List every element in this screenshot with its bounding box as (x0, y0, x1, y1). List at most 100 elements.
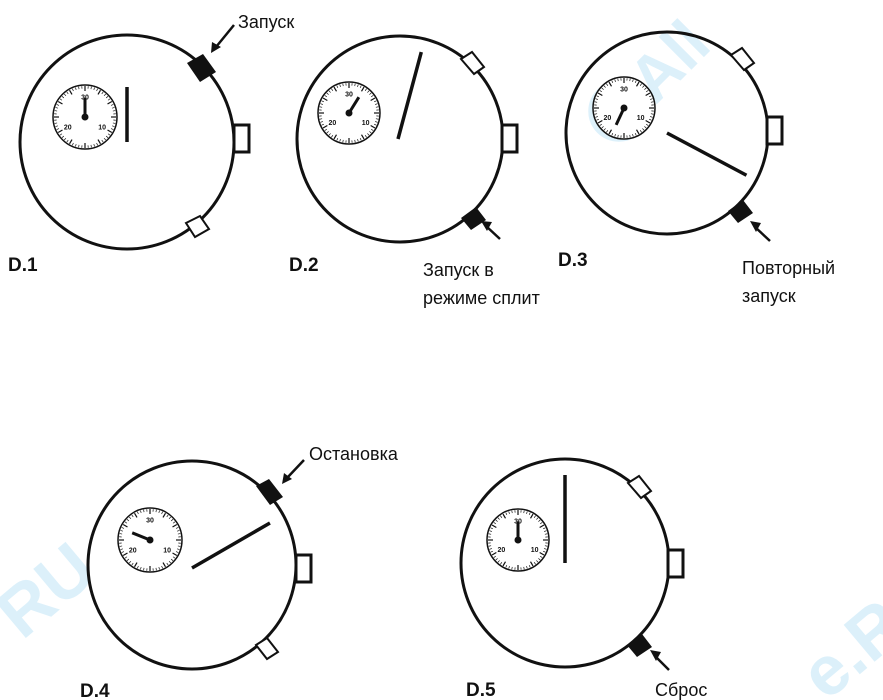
crown (500, 123, 519, 154)
crown (232, 123, 251, 154)
subdial-tick (634, 132, 637, 136)
subdial-numeral: 10 (531, 547, 539, 554)
subdial-tick (342, 139, 344, 143)
subdial-tick (57, 129, 63, 134)
callout-restart-line1: Повторный (742, 258, 835, 278)
subdial-tick (642, 85, 645, 88)
subdial-tick (650, 98, 653, 100)
subdial-tick (68, 139, 73, 145)
subdial-tick (161, 511, 163, 515)
subdial-tick (143, 567, 145, 571)
subdial-tick (375, 121, 378, 123)
subdial-tick (96, 142, 98, 146)
subdial-tick (72, 142, 74, 146)
subdial-tick (536, 517, 539, 520)
subdial-tick (59, 98, 63, 101)
subdial-numeral: 10 (637, 115, 645, 122)
subdial-tick (538, 558, 541, 561)
callout-arrowhead (211, 42, 221, 53)
subdial-tick (357, 84, 359, 87)
subdial-tick (63, 137, 67, 141)
callout-stop: Остановка (309, 444, 399, 464)
subdial-tick (110, 128, 114, 130)
subdial-tick (528, 564, 531, 568)
subdial-tick (162, 562, 167, 568)
figure-label: D.3 (558, 250, 588, 271)
subdial-tick (544, 533, 548, 535)
figure-label: D.2 (289, 255, 319, 276)
subdial-tick (375, 103, 378, 105)
subdial-tick (373, 100, 377, 103)
subdial-tick (596, 118, 600, 121)
subdial-tick (608, 129, 613, 135)
callout-arrowhead (650, 650, 661, 661)
subdial-tick (75, 87, 77, 91)
callout-reset: Сброс (655, 680, 707, 700)
crown (765, 115, 784, 146)
subdial-tick (370, 124, 376, 129)
subdial-tick (122, 523, 128, 528)
subdial-tick (61, 135, 65, 139)
subdial-tick (497, 517, 500, 520)
subdial-tick (143, 509, 145, 513)
subdial-numeral: 10 (98, 124, 106, 131)
subdial-tick (373, 123, 377, 126)
subdial-tick (63, 93, 67, 97)
subdial-tick (319, 118, 323, 120)
subdial-tick (544, 530, 547, 532)
subdial-tick (502, 561, 507, 567)
subdial-tick (645, 92, 651, 97)
subdial-tick (505, 512, 508, 516)
top-pusher-button (256, 479, 283, 505)
subdial-tick (614, 79, 616, 82)
subdial-tick (639, 83, 642, 86)
subdial-tick (322, 124, 328, 129)
callout-split-start-line2: режиме сплит (423, 288, 540, 308)
watermark-logo: All (588, 7, 723, 142)
subdial-tick (505, 564, 508, 568)
subdial-hub (146, 536, 154, 544)
subdial-tick (601, 126, 604, 129)
subdial-tick (107, 100, 113, 105)
subdial-tick (140, 566, 142, 570)
subdial-tick (321, 123, 325, 126)
subdial-tick (595, 116, 598, 118)
subdial-tick (331, 135, 334, 138)
watermark-left: RU (0, 528, 109, 653)
subdial-tick (646, 123, 649, 126)
subdial-tick (523, 510, 525, 514)
subdial-tick (529, 561, 534, 567)
crown (294, 553, 313, 584)
subdial-tick (364, 135, 367, 138)
subdial-tick (72, 88, 74, 92)
subdial-tick (176, 548, 180, 550)
subdial-tick (68, 89, 73, 95)
subdial-tick (354, 139, 356, 143)
subdial-tick (155, 509, 157, 513)
callout-arrowhead (282, 473, 292, 484)
subdial-numeral: 30 (620, 86, 628, 93)
subdial-tick (168, 516, 172, 520)
subdial-tick (644, 126, 647, 129)
subdial-tick (491, 524, 497, 529)
subdial-tick (617, 134, 619, 138)
subdial-tick (172, 523, 178, 528)
subdial-tick (120, 530, 124, 532)
subdial-tick (177, 545, 181, 547)
subdial-tick (371, 128, 374, 131)
subdial-tick (133, 512, 138, 518)
subdial-hub (514, 536, 522, 544)
subdial-tick (603, 85, 606, 88)
subdial-tick (66, 139, 69, 143)
subdial-tick (170, 518, 174, 522)
subdial-numeral: 20 (328, 120, 336, 127)
subdial-tick (56, 128, 60, 130)
subdial-tick (124, 521, 128, 524)
subdial-tick (601, 87, 604, 90)
top-pusher-button (459, 50, 486, 76)
watermark: All RU e.R (0, 7, 883, 700)
subdial-tick (168, 560, 172, 564)
subdial-tick (594, 113, 598, 115)
